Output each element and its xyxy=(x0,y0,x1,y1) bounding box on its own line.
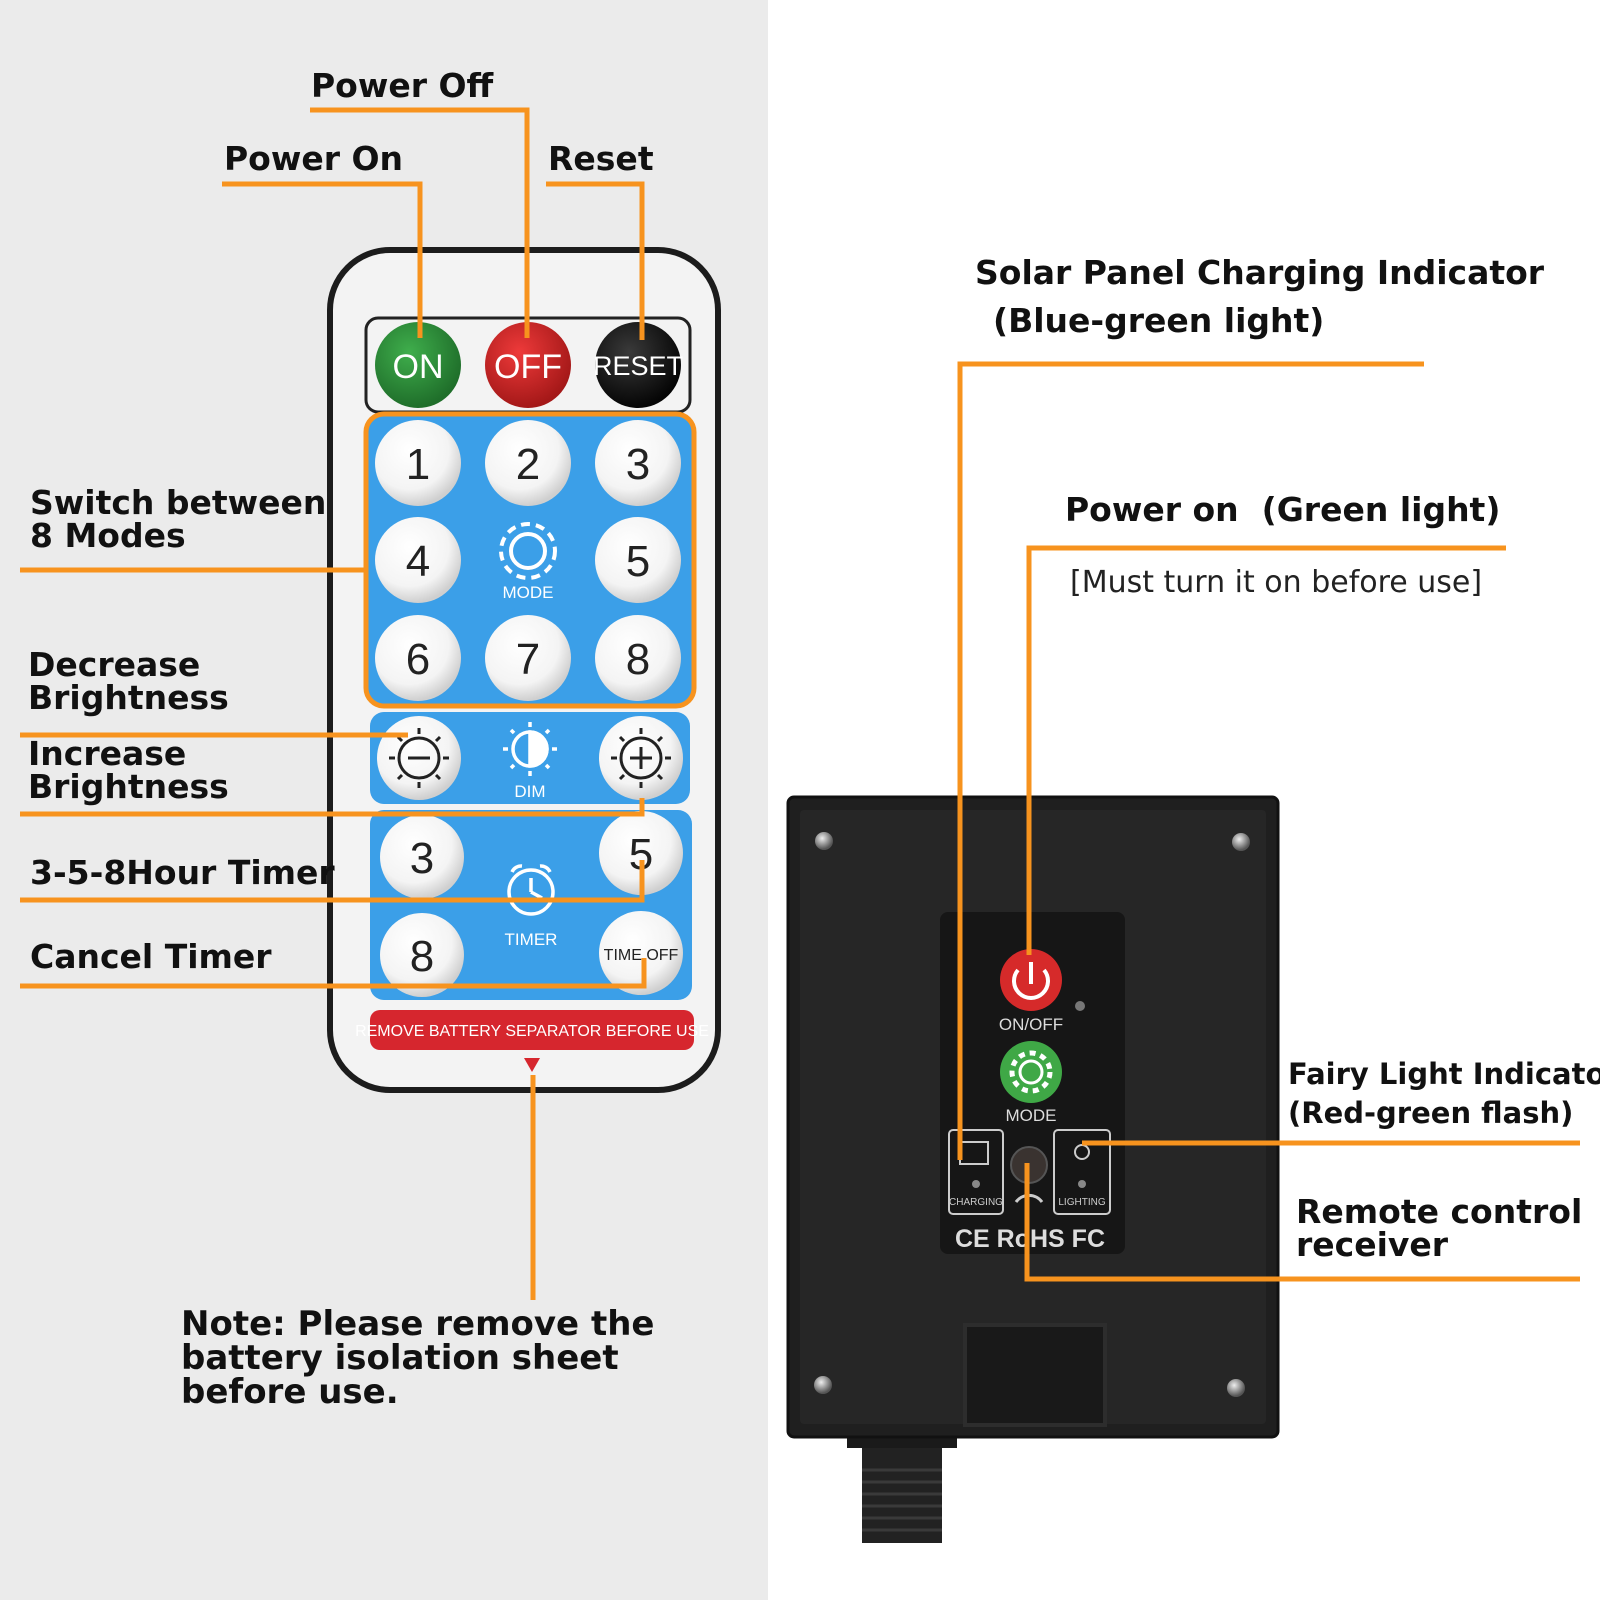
timer-label: TIMER xyxy=(505,930,558,949)
increase-brightness-label: Increase Brightness xyxy=(28,734,229,806)
remote-receiver-label: Remote control receiver xyxy=(1296,1192,1583,1264)
must-turn-on-note: [Must turn it on before use] xyxy=(1070,565,1483,600)
timer-button-3[interactable]: 3 xyxy=(380,815,464,899)
brightness-up-icon xyxy=(619,736,663,780)
power-on-label: Power On xyxy=(224,139,404,178)
mode-button-4[interactable]: 4 xyxy=(375,517,461,603)
reset-callout xyxy=(546,181,645,340)
charging-label: CHARGING xyxy=(949,1197,1003,1208)
alarm-clock-icon xyxy=(507,864,555,916)
decrease-brightness-button[interactable] xyxy=(377,716,461,800)
mode-label: MODE xyxy=(503,583,554,602)
solar-indicator-label: Solar Panel Charging Indicator xyxy=(975,253,1545,292)
off-button-label: OFF xyxy=(494,348,562,386)
mode-button-8[interactable]: 8 xyxy=(595,615,681,701)
mode-button-label: 2 xyxy=(516,440,540,489)
power-indicator-led xyxy=(1075,1001,1085,1011)
mode-button-1[interactable]: 1 xyxy=(375,420,461,506)
lighting-label: LIGHTING xyxy=(1058,1197,1105,1208)
decrease-brightness-label: Decrease Brightness xyxy=(28,645,229,717)
screw-icon xyxy=(815,832,833,850)
mode-button-5[interactable]: 5 xyxy=(595,517,681,603)
mode-button[interactable] xyxy=(1000,1041,1062,1103)
mode-button-6[interactable]: 6 xyxy=(375,615,461,701)
mode-button-label: 8 xyxy=(626,635,650,684)
switch-modes-label: Switch between 8 Modes xyxy=(30,483,327,555)
mode-button-label: 1 xyxy=(406,440,430,489)
power-on-green-label: Power on (Green light) xyxy=(1065,490,1501,529)
onoff-label: ON/OFF xyxy=(999,1015,1063,1034)
on-button[interactable]: ON xyxy=(375,322,461,408)
on-button-label: ON xyxy=(393,348,444,386)
power-button[interactable] xyxy=(1000,949,1062,1011)
off-button[interactable]: OFF xyxy=(485,322,571,408)
increase-brightness-button[interactable] xyxy=(599,716,683,800)
mode-button-label: 5 xyxy=(626,537,650,586)
power-on-callout xyxy=(222,181,423,338)
remote-receiver-callout xyxy=(1024,1163,1580,1282)
solar-indicator-sublabel: (Blue-green light) xyxy=(993,301,1325,340)
controller-box: ON/OFF MODE CHARGING LIGHTING CE RoHS FC xyxy=(786,795,1280,1543)
battery-note: Note: Please remove the battery isolatio… xyxy=(181,1304,655,1412)
mode-button-2[interactable]: 2 xyxy=(485,420,571,506)
timer-button-8[interactable]: 8 xyxy=(380,913,464,997)
arrow-down-icon xyxy=(524,1058,540,1072)
timer-label-text: 3-5-8Hour Timer xyxy=(30,853,335,892)
time-off-label: TIME OFF xyxy=(604,947,679,964)
reset-button[interactable]: RESET xyxy=(593,322,683,408)
cancel-timer-label: Cancel Timer xyxy=(30,937,272,976)
lighting-indicator-box xyxy=(1053,1129,1111,1215)
timer-callout xyxy=(20,860,645,903)
increase-brightness-callout xyxy=(20,798,645,817)
timer-button-label: 8 xyxy=(410,932,434,981)
power-off-callout xyxy=(310,107,530,338)
power-icon xyxy=(1012,968,1050,1000)
cancel-timer-callout xyxy=(20,958,647,989)
callout-lines xyxy=(20,107,1580,1300)
screw-icon xyxy=(1227,1379,1245,1397)
mode-button-7[interactable]: 7 xyxy=(485,615,571,701)
screw-icon xyxy=(1232,833,1250,851)
power-on-green-callout xyxy=(1026,545,1506,955)
mode-button-3[interactable]: 3 xyxy=(595,420,681,506)
port-recess xyxy=(963,1323,1107,1427)
mode-button-label: 4 xyxy=(406,537,430,586)
sun-icon xyxy=(503,722,557,776)
timer-button-5[interactable]: 5 xyxy=(599,811,683,895)
timer-button-label: 3 xyxy=(410,834,434,883)
mode-button-label: 7 xyxy=(516,635,540,684)
separator-notice-text: REMOVE BATTERY SEPARATOR BEFORE USE xyxy=(355,1023,709,1040)
mode-button-label: 3 xyxy=(626,440,650,489)
power-off-label: Power Off xyxy=(311,66,494,105)
gear-icon xyxy=(499,522,557,580)
brightness-down-icon xyxy=(397,736,441,780)
reset-button-label: RESET xyxy=(593,351,683,381)
controller-mode-label: MODE xyxy=(1006,1106,1057,1125)
mode-button-label: 6 xyxy=(406,635,430,684)
separator-notice-bar xyxy=(370,1010,694,1050)
remote-control: ON OFF RESET 1 2 3 4 5 6 7 8 MODE xyxy=(327,247,721,1093)
certification-marks: CE RoHS FC xyxy=(955,1225,1105,1253)
charging-indicator-box xyxy=(948,1129,1004,1215)
fairy-indicator-label: Fairy Light Indicator xyxy=(1288,1057,1600,1091)
reset-label: Reset xyxy=(548,139,654,178)
charging-led xyxy=(972,1180,980,1188)
screw-icon xyxy=(814,1376,832,1394)
solar-indicator-callout xyxy=(957,361,1424,1160)
lighting-led xyxy=(1078,1180,1086,1188)
time-off-button[interactable]: TIME OFF xyxy=(599,911,683,995)
dim-label: DIM xyxy=(514,782,545,801)
fairy-indicator-sublabel: (Red-green flash) xyxy=(1288,1096,1574,1130)
gear-icon xyxy=(1018,1059,1044,1085)
mode-keypad-highlight xyxy=(363,411,697,709)
